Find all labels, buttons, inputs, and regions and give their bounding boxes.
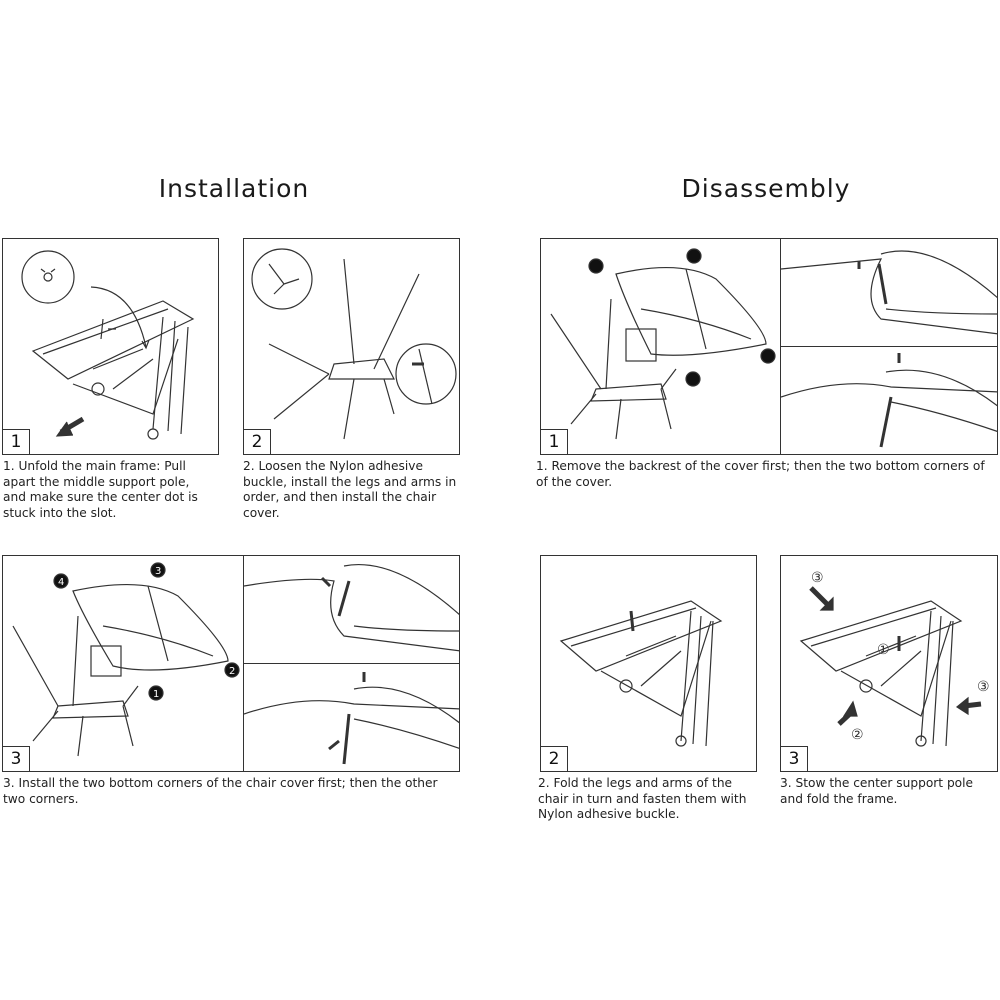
callout-4: 4 — [58, 577, 64, 588]
install-step1-caption: 1. Unfold the main frame: Pull apart the… — [3, 459, 198, 520]
disassembly-step1-caption: 1. Remove the backrest of the cover firs… — [536, 459, 985, 489]
install-step3-detail-top — [243, 555, 460, 664]
installation-title: Installation — [158, 174, 310, 203]
disassembly-title: Disassembly — [681, 174, 851, 203]
disassembly-step1-number: 1 — [541, 429, 568, 454]
disassembly-step3-illustration: ③ ① ② ③ 3 — [780, 555, 998, 772]
install-step3-number: 3 — [3, 746, 30, 771]
callout-1: 1 — [153, 689, 159, 700]
callout-c3-right: ③ — [977, 679, 990, 695]
disassembly-step1-detail-bottom — [780, 346, 998, 455]
install-step3-caption: 3. Install the two bottom corners of the… — [3, 776, 438, 806]
install-step2-illustration: 2 — [243, 238, 460, 455]
install-step3-illustration: 4 3 2 1 3 — [2, 555, 244, 772]
disassembly-step2-number: 2 — [541, 746, 568, 771]
callout-3: 3 — [155, 566, 161, 577]
install-step2-caption: 2. Loosen the Nylon adhesive buckle, ins… — [243, 459, 457, 520]
callout-c3-top: ③ — [811, 570, 824, 586]
disassembly-step3-caption: 3. Stow the center support pole and fold… — [780, 776, 974, 806]
callout-c2: ② — [851, 727, 864, 743]
disassembly-step1-illustration: 1 — [540, 238, 781, 455]
disassembly-step3-number: 3 — [781, 746, 808, 771]
callout-2: 2 — [229, 666, 235, 677]
callout-c1: ① — [877, 642, 890, 658]
install-step2-number: 2 — [244, 429, 271, 454]
disassembly-step1-detail-top — [780, 238, 998, 347]
install-step3-detail-bottom — [243, 663, 460, 772]
disassembly-step2-illustration: 2 — [540, 555, 757, 772]
install-step1-illustration: 1 — [2, 238, 219, 455]
disassembly-step2-caption: 2. Fold the legs and arms of the chair i… — [538, 776, 747, 821]
install-step1-number: 1 — [3, 429, 30, 454]
